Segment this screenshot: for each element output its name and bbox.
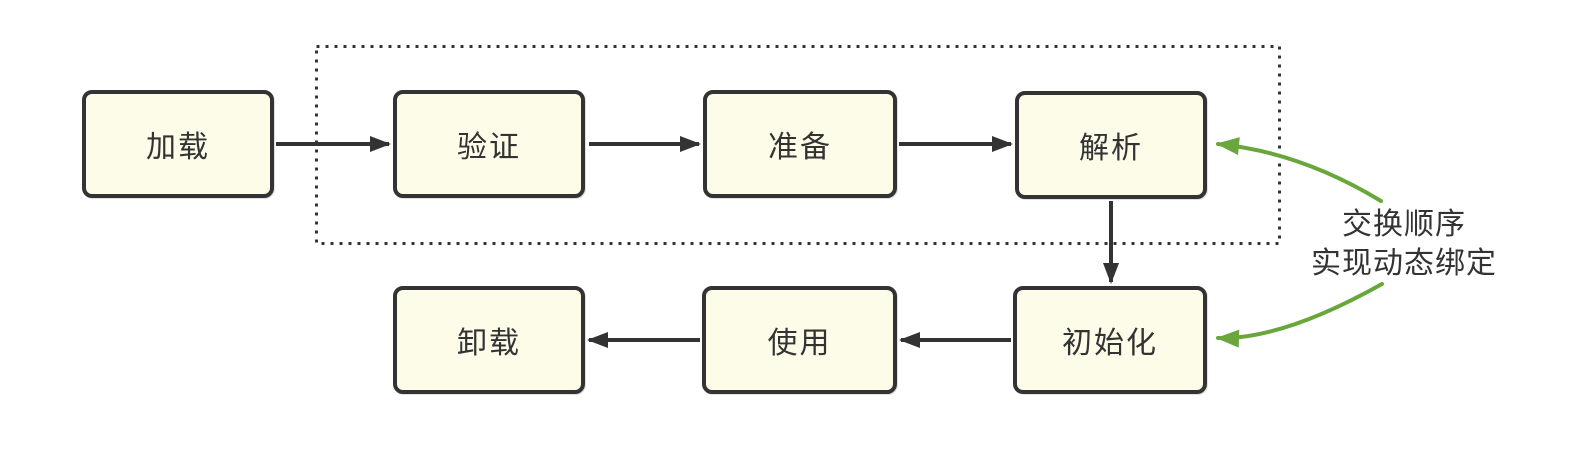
node-use: 使用 — [702, 286, 897, 394]
node-unload: 卸载 — [393, 286, 585, 394]
annotation-line1: 交换顺序 — [1342, 208, 1466, 241]
node-resolve: 解析 — [1015, 91, 1207, 199]
node-verify: 验证 — [393, 90, 585, 198]
node-initialize: 初始化 — [1013, 286, 1207, 394]
annotation-arrow-to-resolve — [1216, 137, 1383, 203]
annotation-arrow-to-initialize — [1216, 282, 1384, 348]
annotation-line2: 实现动态绑定 — [1311, 247, 1497, 280]
annotation-text: 交换顺序 实现动态绑定 — [1284, 205, 1524, 283]
node-prepare: 准备 — [703, 90, 897, 198]
node-load: 加载 — [82, 90, 274, 198]
